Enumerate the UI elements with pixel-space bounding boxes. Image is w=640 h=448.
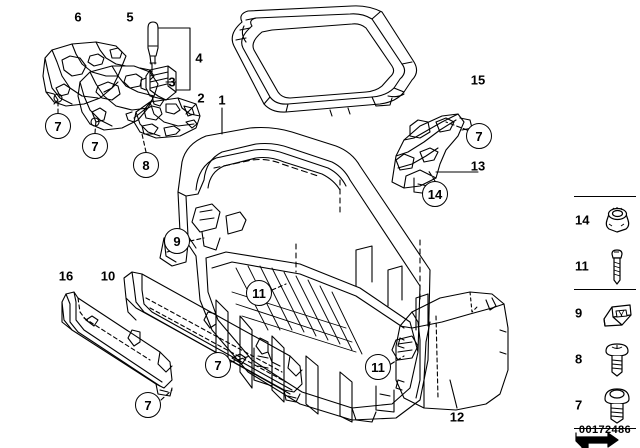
part-12-rear-cover bbox=[395, 291, 509, 411]
part-13-rear-bracket bbox=[391, 113, 473, 195]
part-number-label: 00172486 bbox=[578, 424, 632, 436]
legend-item-7: 7 bbox=[574, 382, 636, 428]
legend-number-7: 7 bbox=[575, 397, 583, 413]
legend-item-14: 14 bbox=[574, 197, 636, 243]
callout-bubble-7-upper-left: 7 bbox=[45, 113, 71, 139]
callout-bubble-7-right: 7 bbox=[466, 123, 492, 149]
callout-bubble-9: 9 bbox=[164, 228, 190, 254]
callout-bubble-label: 14 bbox=[427, 186, 443, 202]
legend-number-11: 11 bbox=[575, 258, 589, 274]
callout-5-shift-lever: 5 bbox=[126, 9, 134, 25]
callout-bubble-label: 7 bbox=[54, 118, 62, 134]
legend-divider-2 bbox=[574, 428, 636, 429]
direction-arrow-icon bbox=[574, 429, 636, 448]
direction-arrow-glyph bbox=[575, 432, 619, 448]
legend-divider-1 bbox=[574, 289, 636, 290]
part-15-armrest-frame bbox=[231, 5, 418, 117]
legend-number-9: 9 bbox=[575, 305, 583, 321]
callout-3-shift-knob: 3 bbox=[168, 74, 176, 90]
callout-bubble-label: 8 bbox=[142, 157, 150, 173]
screw-icon bbox=[611, 249, 623, 285]
callout-bubble-label: 7 bbox=[214, 357, 222, 373]
callout-15-armrest-frame: 15 bbox=[470, 72, 486, 88]
part-6-trim-panel bbox=[42, 41, 127, 107]
cap-nut-icon bbox=[605, 207, 630, 233]
callout-bubble-label: 7 bbox=[144, 397, 152, 413]
callout-bubble-11-center: 11 bbox=[246, 280, 272, 306]
callout-16-side-trim-left: 16 bbox=[58, 268, 74, 284]
callout-2-switch-unit: 2 bbox=[197, 90, 205, 106]
callout-bubble-label: 11 bbox=[371, 359, 385, 375]
legend-number-14: 14 bbox=[575, 212, 590, 228]
callout-bubble-7-left: 7 bbox=[82, 133, 108, 159]
pan-head-screw-icon bbox=[605, 343, 629, 377]
dome-head-screw-icon bbox=[604, 388, 630, 424]
callout-1-console-body: 1 bbox=[218, 92, 226, 108]
callout-bubble-7-lower-center: 7 bbox=[205, 352, 231, 378]
part-1-console-body bbox=[159, 126, 431, 423]
callout-bubble-label: 11 bbox=[252, 285, 266, 301]
callout-10-side-trim-right: 10 bbox=[100, 268, 116, 284]
callout-4-lever-assembly: 4 bbox=[195, 50, 203, 66]
legend-item-9: 9 bbox=[574, 290, 636, 336]
leader-lines bbox=[57, 81, 479, 409]
fastener-legend: 14 11 bbox=[574, 196, 636, 448]
part-4-lever-assembly bbox=[140, 27, 191, 107]
part-16-side-trim-left bbox=[61, 291, 173, 397]
clip-nut-icon bbox=[603, 304, 632, 327]
callout-bubble-7-lower-left: 7 bbox=[135, 392, 161, 418]
legend-divider-top bbox=[574, 196, 636, 197]
callout-bubble-8: 8 bbox=[133, 152, 159, 178]
callout-bubble-label: 9 bbox=[173, 233, 181, 249]
part-10-side-trim-right bbox=[123, 271, 303, 403]
callout-12-rear-cover: 12 bbox=[449, 409, 465, 425]
callout-bubble-label: 7 bbox=[91, 138, 99, 154]
legend-item-8: 8 bbox=[574, 336, 636, 382]
legend-number-8: 8 bbox=[575, 351, 583, 367]
callout-13-rear-bracket: 13 bbox=[470, 158, 486, 174]
callout-bubble-11-lower-right: 11 bbox=[365, 354, 391, 380]
callout-bubble-14: 14 bbox=[422, 181, 448, 207]
part-2-switch-unit bbox=[125, 97, 201, 139]
part-3-shift-knob bbox=[147, 21, 159, 65]
callout-6-trim-panel-left: 6 bbox=[74, 9, 82, 25]
legend-item-11: 11 bbox=[574, 243, 636, 289]
callout-bubble-label: 7 bbox=[475, 128, 483, 144]
